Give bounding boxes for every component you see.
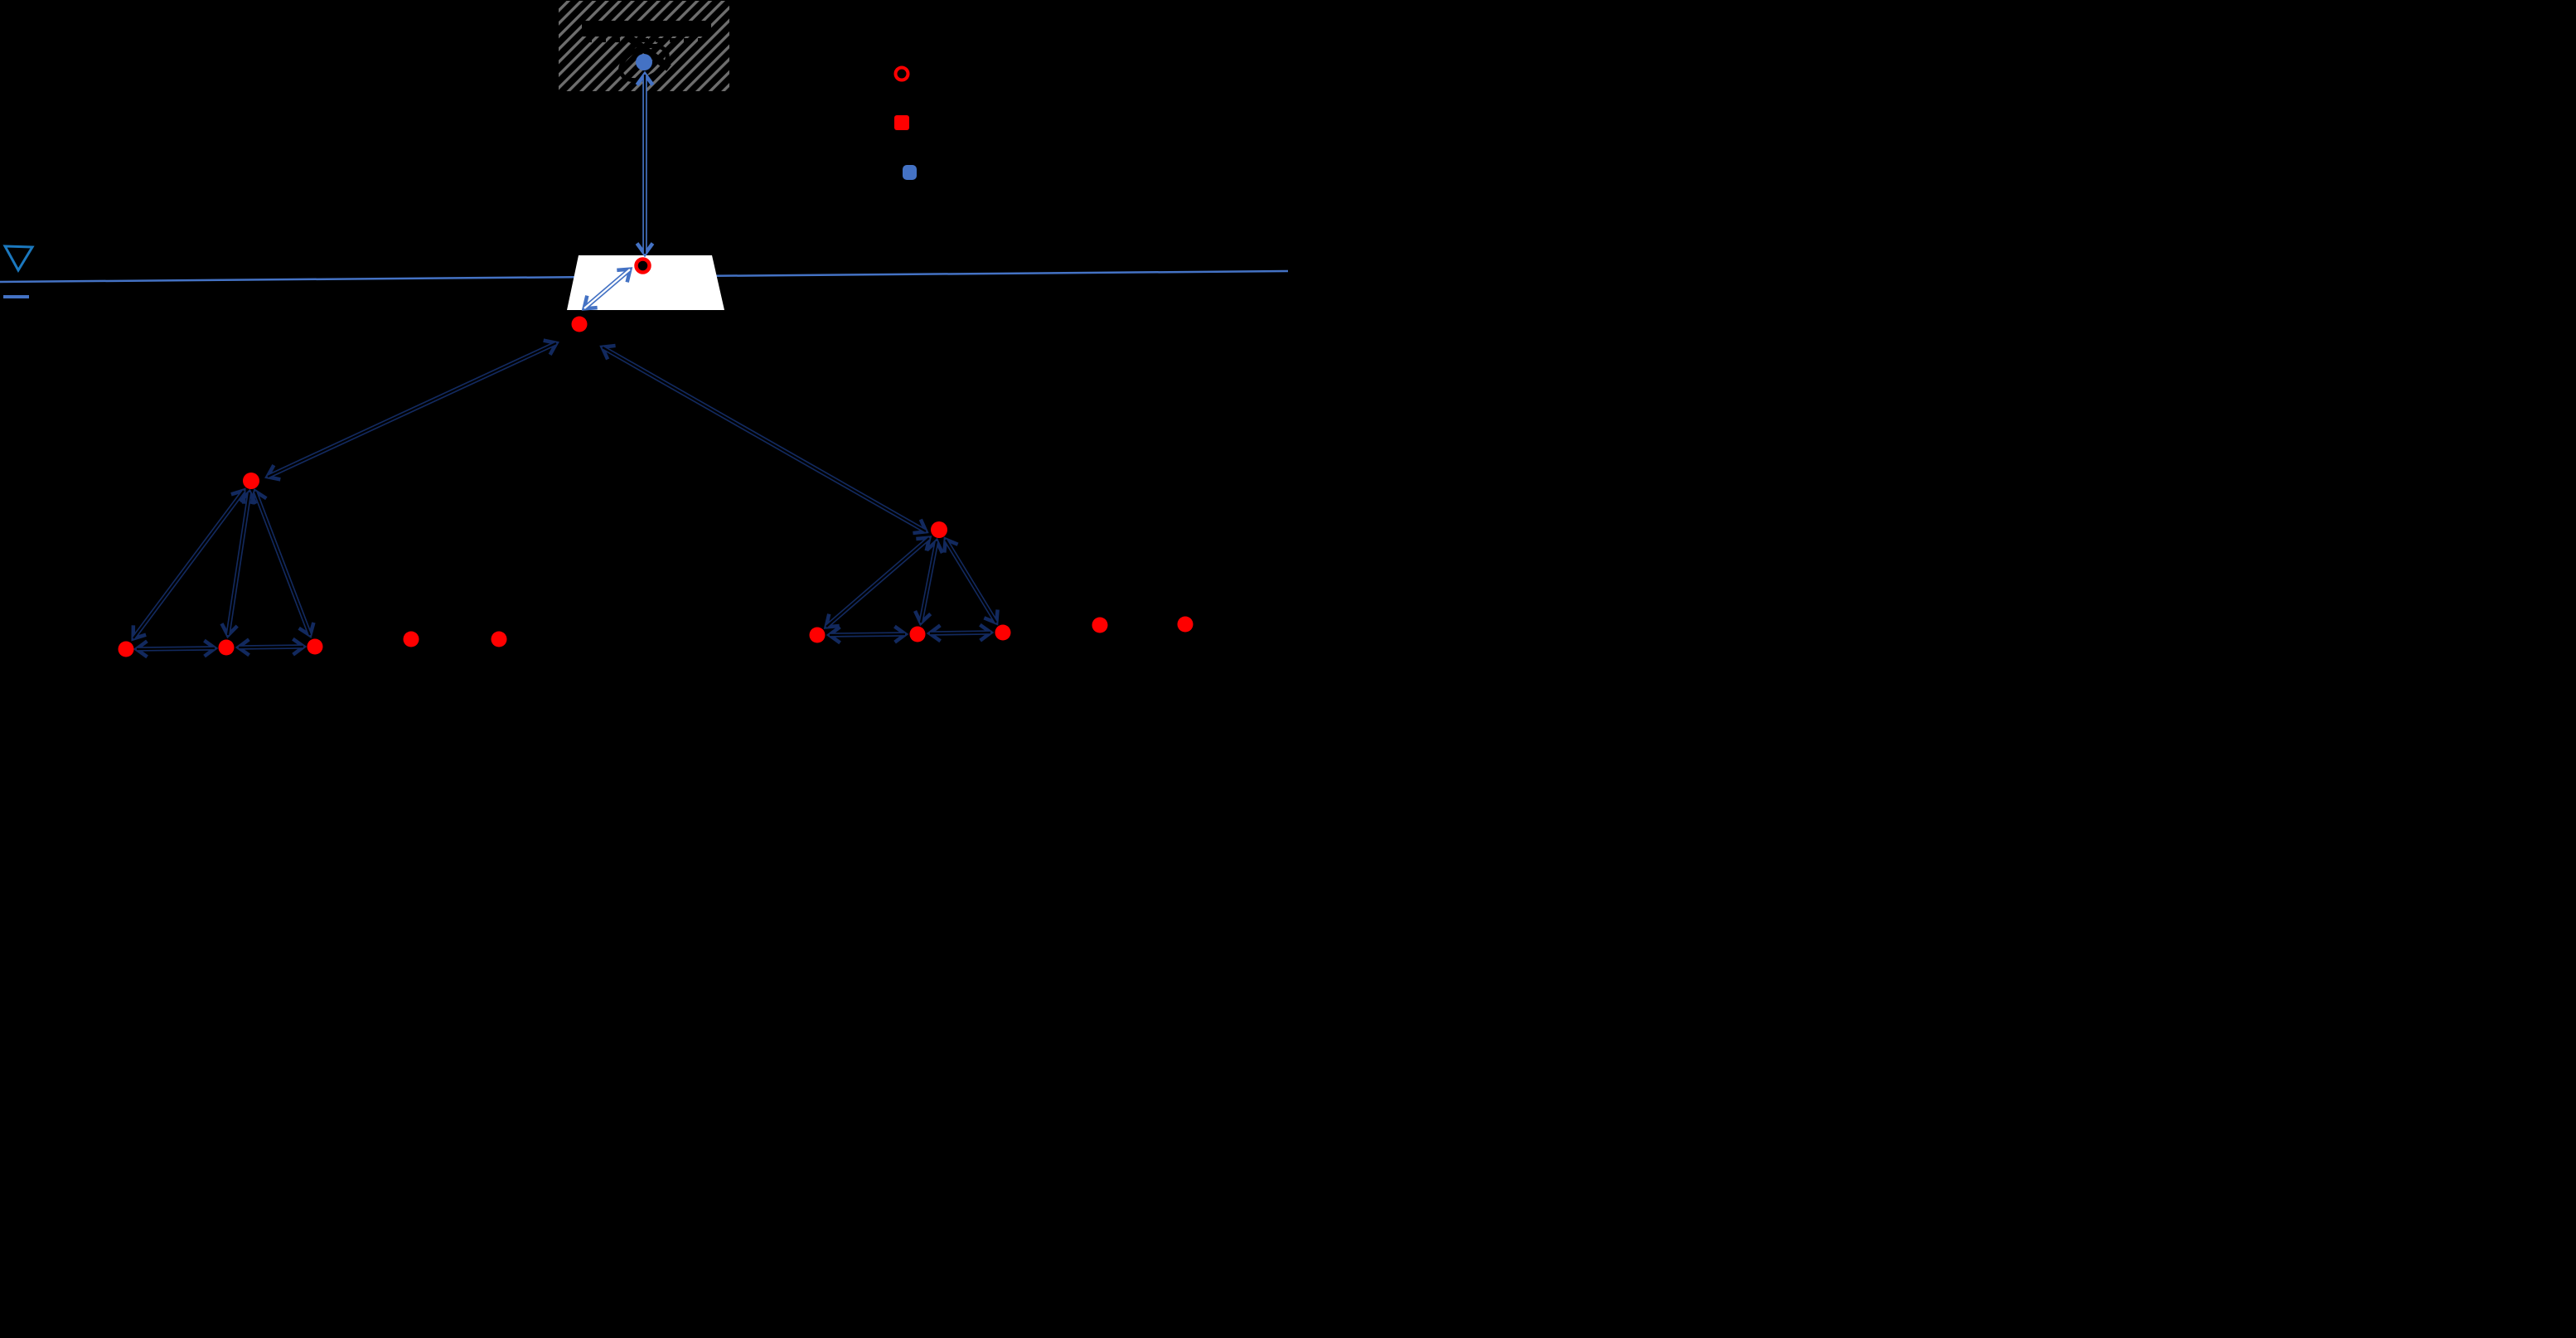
link-lhead-l1 xyxy=(131,487,246,642)
cluster-head-left xyxy=(243,473,259,489)
cluster-head-right xyxy=(931,521,947,538)
free-node-3 xyxy=(1092,617,1108,633)
sensor-node-left-1 xyxy=(118,641,134,657)
link-relay-rhead-gap xyxy=(602,347,927,532)
link-r1-r2 xyxy=(826,624,909,645)
link-l1-l2-gap xyxy=(136,647,215,651)
silhouette-band xyxy=(582,21,711,36)
link-r1-r2-gap xyxy=(829,633,906,637)
link-l1-l2 xyxy=(133,638,219,659)
sensor-node-left-3 xyxy=(307,638,323,655)
silhouette-dash xyxy=(698,38,705,42)
silhouette-dash xyxy=(599,38,606,42)
free-node-4 xyxy=(1177,616,1194,633)
legend xyxy=(893,65,917,180)
link-relay-rhead xyxy=(599,343,929,536)
link-rhead-r3 xyxy=(942,536,1000,626)
link-lhead-l3 xyxy=(249,487,316,639)
link-rhead-r2-gap xyxy=(919,541,938,623)
sensor-node-right-2 xyxy=(909,626,926,642)
free-node-2 xyxy=(491,631,507,647)
link-relay-lhead-gap xyxy=(267,342,557,478)
sensor-node-left-2 xyxy=(218,639,235,656)
link-sink-relay-gap xyxy=(583,269,631,309)
relay-node xyxy=(571,316,588,332)
silhouette-dash xyxy=(613,38,620,42)
network-diagram xyxy=(0,1,1288,659)
link-sink-relay xyxy=(581,267,633,311)
sensor-node-right-3 xyxy=(995,624,1011,641)
link-lhead-l2 xyxy=(220,488,258,639)
sink-node xyxy=(634,257,651,274)
link-lhead-l2-gap xyxy=(226,492,251,636)
free-node-1 xyxy=(403,631,419,647)
link-lhead-l1-gap xyxy=(133,490,245,639)
sensor-node-right-1 xyxy=(809,627,826,643)
station-silhouette xyxy=(582,21,711,83)
link-relay-lhead xyxy=(264,338,559,482)
link-rhead-r3-gap xyxy=(945,539,997,623)
silhouette-dash xyxy=(684,38,690,42)
silhouette-dash xyxy=(656,38,662,42)
silhouette-dash xyxy=(585,38,592,42)
station-node xyxy=(636,54,652,70)
figure-stage xyxy=(0,0,1288,669)
link-rhead-r1 xyxy=(823,536,932,629)
silhouette-dash xyxy=(642,38,648,42)
link-lhead-l3-gap xyxy=(254,491,312,636)
water-level-datum-bar xyxy=(3,295,29,298)
link-rhead-r2 xyxy=(913,537,944,627)
link-rhead-r1-gap xyxy=(826,537,930,628)
legend-clusterhead-marker xyxy=(894,115,909,130)
silhouette-mast xyxy=(627,35,671,71)
water-level-nabla-icon xyxy=(2,245,35,273)
legend-sink-marker xyxy=(893,65,910,82)
legend-station-marker xyxy=(903,165,917,180)
silhouette-dash xyxy=(670,38,676,42)
